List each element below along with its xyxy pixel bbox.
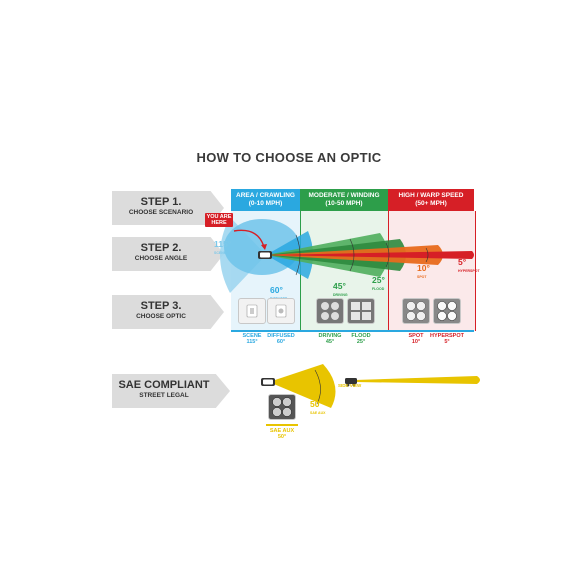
optic-hyperspot-label: HYPERSPOT 5° bbox=[429, 333, 465, 345]
angle-sae-label: 50° SAE AUX bbox=[310, 400, 325, 418]
optic-diffused-label: DIFFUSED 60° bbox=[265, 333, 297, 345]
angle-driving-label: 45° DRIVING bbox=[333, 282, 348, 300]
angle-hyperspot-value: 5° bbox=[458, 257, 467, 267]
driving-lens-icon bbox=[321, 302, 339, 320]
you-are-here-line1: YOU ARE bbox=[206, 214, 232, 220]
diffused-lens-icon bbox=[275, 304, 287, 318]
angle-hyperspot-label: 5° HYPERSPOT bbox=[458, 258, 480, 276]
optic-diffused-angle: 60° bbox=[276, 339, 286, 345]
angle-spot-value: 10° bbox=[417, 263, 430, 273]
sae-aux-lens-icon bbox=[272, 397, 292, 417]
scenario-moderate-line2: (10-50 MPH) bbox=[325, 200, 363, 207]
step-1-title: STEP 1. bbox=[140, 196, 182, 208]
optic-scene-tile[interactable] bbox=[238, 298, 266, 324]
beam-hyperspot-5 bbox=[266, 251, 474, 259]
optic-spot-tile[interactable] bbox=[402, 298, 430, 324]
flood-lens-icon bbox=[351, 302, 371, 320]
step-3-title: STEP 3. bbox=[140, 300, 182, 312]
angle-sae-name: SAE AUX bbox=[310, 411, 326, 415]
optic-scene-label: SCENE 115° bbox=[236, 333, 268, 345]
optic-hyperspot-angle: 5° bbox=[444, 339, 450, 345]
sae-beam-diagram bbox=[261, 364, 480, 408]
you-are-here-line2: HERE bbox=[211, 220, 227, 226]
optic-sae-angle: 50° bbox=[277, 434, 287, 440]
optic-spot-name: SPOT bbox=[408, 333, 424, 339]
angle-scene-value: 115° bbox=[214, 239, 232, 249]
optic-driving-name: DRIVING bbox=[318, 333, 342, 339]
optic-scene-name: SCENE bbox=[242, 333, 262, 339]
optic-flood-name: FLOOD bbox=[351, 333, 371, 339]
optic-diffused-name: DIFFUSED bbox=[267, 333, 295, 339]
angle-sae-value: 50° bbox=[310, 399, 323, 409]
optic-driving-tile[interactable] bbox=[316, 298, 344, 324]
hyperspot-lens-icon bbox=[437, 301, 457, 321]
step-3-arrow: STEP 3. CHOOSE OPTIC bbox=[112, 295, 224, 329]
angle-scene-label: 115° SCENE bbox=[214, 240, 231, 258]
you-are-here-badge: YOU ARE HERE bbox=[205, 213, 233, 227]
step-2-arrow: STEP 2. CHOOSE ANGLE bbox=[112, 237, 224, 271]
spot-lens-icon bbox=[406, 301, 426, 321]
scenario-moderate-winding: MODERATE / WINDING (10-50 MPH) bbox=[300, 189, 388, 211]
side-view-label: SIDE VIEW bbox=[338, 383, 362, 388]
arc-spot bbox=[425, 247, 429, 263]
angle-flood-label: 25° FLOOD bbox=[372, 276, 385, 294]
angle-spot-label: 10° SPOT bbox=[417, 264, 430, 282]
arc-diffused bbox=[295, 234, 301, 276]
step-3-subtitle: CHOOSE OPTIC bbox=[136, 313, 186, 320]
optic-spot-label: SPOT 10° bbox=[400, 333, 432, 345]
optic-flood-tile[interactable] bbox=[347, 298, 375, 324]
step-2-subtitle: CHOOSE ANGLE bbox=[134, 255, 188, 262]
angle-flood-value: 25° bbox=[372, 275, 385, 285]
angle-flood-name: FLOOD bbox=[372, 287, 385, 291]
optic-sae-name: SAE AUX bbox=[269, 428, 295, 434]
sae-optic-underline bbox=[266, 424, 298, 426]
optic-spot-angle: 10° bbox=[411, 339, 421, 345]
angle-diffused-value: 60° bbox=[270, 285, 283, 295]
scenario-high-line1: HIGH / WARP SPEED bbox=[398, 192, 464, 199]
step-1-arrow: STEP 1. CHOOSE SCENARIO bbox=[112, 191, 224, 225]
sae-beam-top-view bbox=[269, 364, 336, 408]
arc-driving bbox=[349, 238, 355, 272]
angle-driving-value: 45° bbox=[333, 281, 346, 291]
angle-driving-name: DRIVING bbox=[333, 293, 348, 297]
sae-beam-side-view bbox=[355, 376, 480, 384]
page-title: HOW TO CHOOSE AN OPTIC bbox=[196, 150, 382, 165]
sae-compliant-arrow: SAE COMPLIANT STREET LEGAL bbox=[112, 374, 230, 408]
angle-scene-name: SCENE bbox=[214, 251, 227, 255]
side-view-vehicle-icon bbox=[345, 378, 357, 384]
zone-bottom-rule bbox=[231, 330, 474, 332]
beam-angle-diagram bbox=[220, 217, 474, 293]
optic-sae-label: SAE AUX 50° bbox=[266, 428, 298, 440]
optic-hyperspot-name: HYPERSPOT bbox=[430, 333, 464, 339]
sae-angle-arc bbox=[314, 369, 321, 405]
step-2-title: STEP 2. bbox=[140, 242, 182, 254]
arc-flood bbox=[385, 242, 390, 268]
optic-diffused-tile[interactable] bbox=[267, 298, 295, 324]
scene-lens-icon bbox=[246, 304, 258, 318]
optic-hyperspot-tile[interactable] bbox=[433, 298, 461, 324]
angle-hyperspot-name: HYPERSPOT bbox=[458, 269, 480, 273]
scenario-area-line1: AREA / CRAWLING bbox=[236, 192, 295, 199]
optic-driving-label: DRIVING 45° bbox=[314, 333, 346, 345]
step-1-subtitle: CHOOSE SCENARIO bbox=[128, 209, 194, 216]
sae-subtitle: STREET LEGAL bbox=[139, 392, 189, 399]
scenario-moderate-line1: MODERATE / WINDING bbox=[308, 192, 380, 199]
angle-spot-name: SPOT bbox=[417, 275, 427, 279]
optic-flood-angle: 25° bbox=[356, 339, 366, 345]
optic-sae-aux-tile[interactable] bbox=[268, 394, 296, 420]
optic-scene-angle: 115° bbox=[246, 339, 258, 345]
sae-title: SAE COMPLIANT bbox=[118, 379, 210, 391]
optic-driving-angle: 45° bbox=[325, 339, 335, 345]
scenario-high-warp: HIGH / WARP SPEED (50+ MPH) bbox=[388, 189, 474, 211]
optic-flood-label: FLOOD 25° bbox=[345, 333, 377, 345]
scenario-area-crawling: AREA / CRAWLING (0-10 MPH) bbox=[231, 189, 300, 211]
scenario-high-line2: (50+ MPH) bbox=[415, 200, 447, 207]
scenario-area-line2: (0-10 MPH) bbox=[248, 200, 283, 207]
you-are-here-arrow bbox=[233, 229, 265, 248]
